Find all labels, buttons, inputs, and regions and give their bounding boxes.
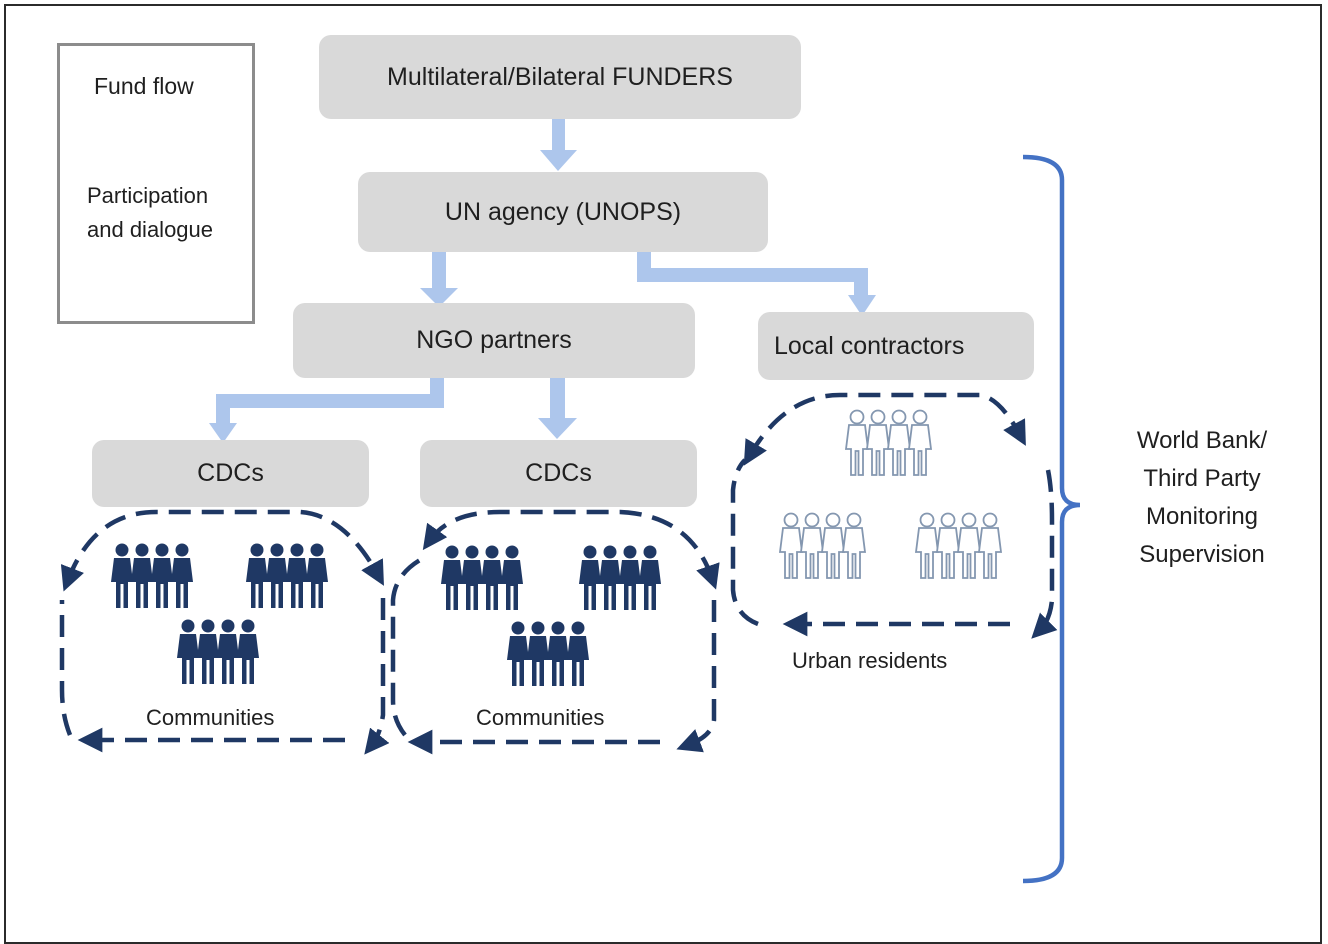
monitoring-line-1: World Bank/: [1136, 427, 1268, 454]
label-communities-right: Communities: [476, 705, 605, 730]
monitoring-line-3: Monitoring: [1145, 503, 1259, 530]
monitoring-label: World Bank/ Third Party Monitoring Super…: [1102, 422, 1302, 574]
arrow-ngo-to-cdc-right-head: [538, 418, 577, 439]
loop-urban-top: [743, 392, 1026, 466]
people-icons: [111, 543, 661, 686]
legend-dialogue-label: and dialogue: [87, 217, 214, 242]
fund-flow-arrows: [209, 117, 876, 443]
arrow-ngo-to-cdc-left-head: [209, 423, 237, 443]
label-communities-left: Communities: [146, 705, 275, 730]
arrow-un-to-ngo-head: [420, 288, 458, 307]
loop-urban-left: [730, 458, 759, 627]
node-funders: Multilateral/Bilateral FUNDERS: [319, 35, 801, 119]
people-group-urban-2: [779, 512, 866, 579]
people-group-right-1: [441, 545, 523, 610]
legend-fund-flow-label: Fund flow: [94, 73, 194, 99]
monitoring-line-4: Supervision: [1139, 541, 1265, 568]
loop-right-left: [390, 558, 422, 737]
arrow-un-to-contractors: [637, 251, 868, 296]
arrow-ngo-to-cdc-left: [216, 376, 444, 424]
dialogue-loops: [59, 392, 1058, 755]
people-group-urban-3: [915, 512, 1002, 579]
node-cdc-right: CDCs: [420, 440, 697, 507]
legend-box: [57, 43, 255, 324]
people-group-left-2: [246, 543, 328, 608]
monitoring-line-2: Third Party: [1143, 465, 1261, 492]
loop-left-left: [59, 600, 73, 736]
loop-urban-right: [1031, 469, 1058, 639]
urban-people-icons: [779, 409, 1002, 579]
node-ngo-partners: NGO partners: [293, 303, 695, 378]
loop-right-right: [676, 600, 717, 753]
people-group-left-3: [177, 619, 259, 684]
node-cdc-left: CDCs: [92, 440, 369, 507]
monitoring-bracket: [1022, 154, 1081, 884]
arrow-funders-to-un: [552, 117, 565, 151]
people-group-right-2: [579, 545, 661, 610]
label-urban-residents: Urban residents: [792, 648, 948, 673]
loop-left-right: [364, 598, 390, 755]
loop-left-top: [60, 509, 384, 592]
arrow-ngo-to-cdc-right: [550, 378, 565, 420]
people-group-right-3: [507, 621, 589, 686]
arrow-funders-to-un-head: [540, 150, 577, 171]
loop-right-top: [422, 509, 720, 590]
people-group-urban-1: [845, 409, 932, 476]
legend-participation-label: Participation: [87, 183, 209, 208]
arrow-un-to-ngo: [432, 251, 446, 289]
node-un-agency: UN agency (UNOPS): [358, 172, 768, 252]
node-local-contractors: Local contractors: [758, 312, 1034, 380]
people-group-left-1: [111, 543, 193, 608]
arrow-un-to-contractors-head: [848, 295, 876, 316]
